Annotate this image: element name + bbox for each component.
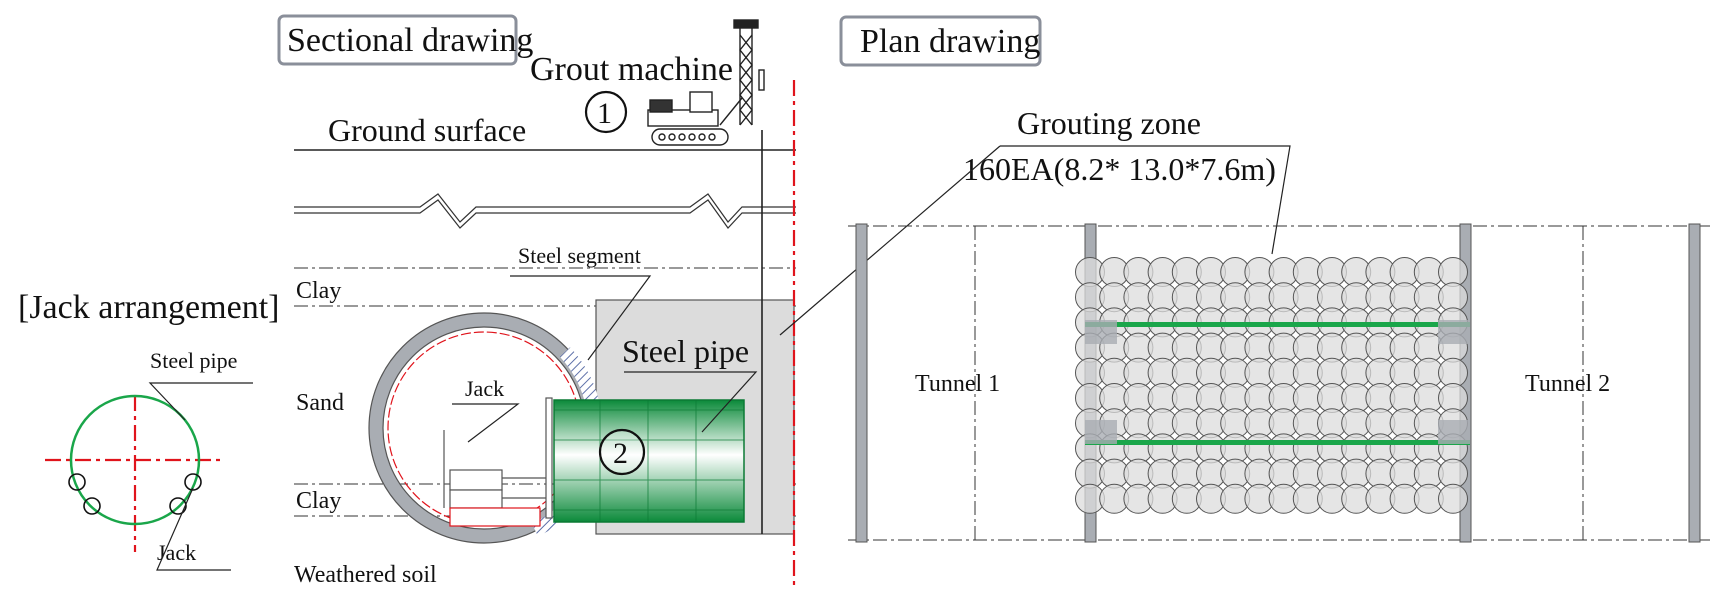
plan-drawing: Plan drawing Grouting zone 160EA(8.2* 13… [779,15,1710,543]
marker-1-circle [584,90,628,134]
grout-column [1438,383,1468,413]
tunnel-2-outer-wall [1688,223,1701,543]
plan-steel-pipe-upper [1085,322,1470,327]
jack-label: Jack [157,540,196,565]
steel-segment-leader [510,275,652,361]
grouting-zone-leader [1000,145,1291,255]
marker-2: 2 [613,437,628,470]
marker-1: 1 [597,97,612,130]
layer-sand: Sand [296,390,344,416]
grout-column [1438,257,1468,287]
tunnel-1-outer-wall [855,223,868,543]
sectional-drawing: Sectional drawing Grout machine 1 Ground… [277,14,796,590]
grout-machine-label: Grout machine [530,51,733,88]
jack-circle [83,497,101,515]
jack-arrangement: [Jack arrangement] Steel pipe Jack [18,289,279,571]
jack-circle [169,497,187,515]
sectional-label-box [277,14,518,66]
break-line [294,193,796,229]
jack-steel-pipe-circle [69,394,201,526]
plan-pipe-end [1085,420,1117,444]
grout-machine-icon [647,19,765,146]
steel-pipe-label: Steel pipe [622,333,749,369]
layer-clay-lower: Clay [296,488,341,514]
ground-surface-label: Ground surface [328,112,526,148]
sectional-label: Sectional drawing [287,22,533,59]
tunnel-2-label: Tunnel 2 [1525,371,1610,397]
grout-column [1438,282,1468,313]
grout-column [1438,458,1468,489]
plan-label-box [839,15,1042,67]
grout-column-grid [1075,257,1468,514]
jack-circle [184,473,202,491]
grouting-spec-label: 160EA(8.2* 13.0*7.6m) [963,151,1276,187]
plan-steel-pipe-lower [1085,440,1470,445]
jack-frame [443,397,553,527]
steel-pipe-body [553,399,745,523]
jack-arrangement-title: [Jack arrangement] [18,289,279,326]
plan-pipe-end [1085,320,1117,344]
grouting-zone-leader-left [779,145,1001,336]
plan-label: Plan drawing [860,23,1040,60]
steel-segment-label: Steel segment [518,243,641,268]
jack-leader [156,487,231,571]
plan-pipe-end [1438,320,1470,344]
grouting-zone-label: Grouting zone [1017,105,1201,141]
plan-pipe-end [1438,420,1470,444]
jack-circle [68,473,86,491]
steel-pipe-leader [624,371,758,433]
tunnel-1-label: Tunnel 1 [915,371,1000,397]
jack-steel-pipe-label: Steel pipe [150,348,237,373]
grout-column [1438,483,1468,514]
jack-label-sectional: Jack [465,376,504,401]
jack-leader-sectional [452,403,520,443]
grout-column [1438,357,1468,388]
layer-clay-upper: Clay [296,278,341,304]
layer-weathered-soil: Weathered soil [294,562,437,588]
marker-2-circle [598,428,646,476]
steel-pipe-leader [148,382,253,421]
